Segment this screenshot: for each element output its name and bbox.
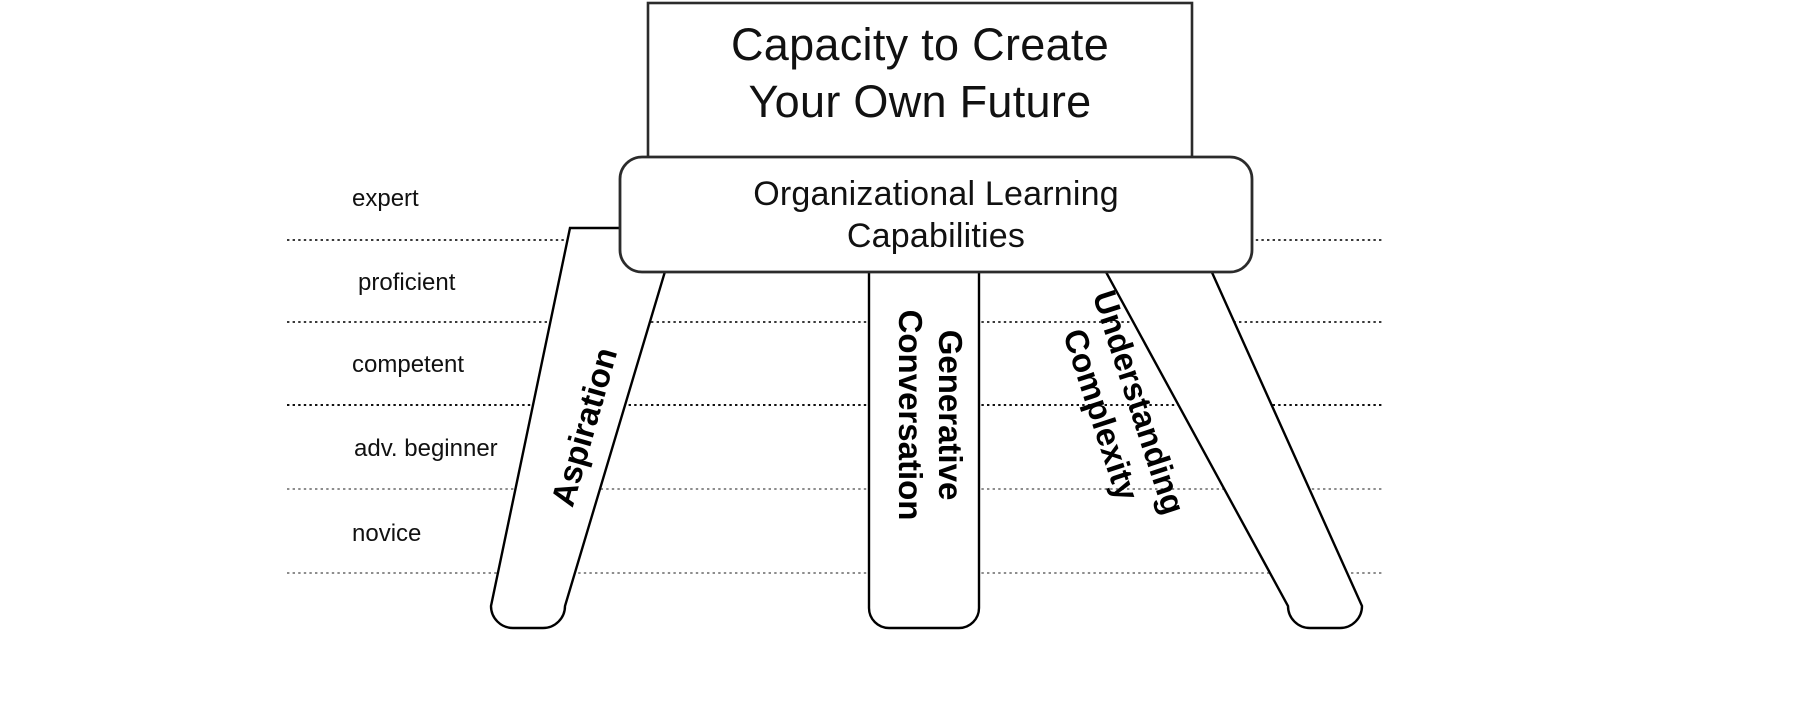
leg-label-generative-line1: Generative	[932, 330, 969, 501]
capacity-box-line2: Your Own Future	[748, 76, 1091, 127]
tier-label-proficient: proficient	[358, 269, 456, 296]
capabilities-box-rect	[618, 155, 1254, 274]
tier-label-expert: expert	[352, 185, 419, 212]
leg-label-generative-line2: Conversation	[892, 310, 929, 521]
leg-label-generative-conversation-group: Generative Conversation	[892, 310, 969, 521]
tier-label-novice: novice	[352, 520, 421, 547]
leg-understanding-complexity-shape	[1079, 226, 1364, 630]
capabilities-box: Organizational Learning Capabilities	[618, 155, 1254, 274]
capacity-box-rect	[646, 1, 1194, 162]
stool-legs	[489, 226, 1364, 630]
leg-aspiration-shape	[489, 226, 680, 630]
tier-label-adv-beginner: adv. beginner	[354, 435, 498, 462]
capacity-box: Capacity to Create Your Own Future	[646, 1, 1194, 162]
capabilities-box-line1: Organizational Learning	[753, 175, 1119, 213]
leg-generative-conversation-shape	[867, 226, 981, 630]
capacity-box-line1: Capacity to Create	[731, 19, 1109, 70]
tier-label-competent: competent	[352, 351, 464, 378]
capabilities-box-line2: Capabilities	[847, 217, 1025, 255]
tier-labels: expert proficient competent adv. beginne…	[352, 185, 498, 547]
